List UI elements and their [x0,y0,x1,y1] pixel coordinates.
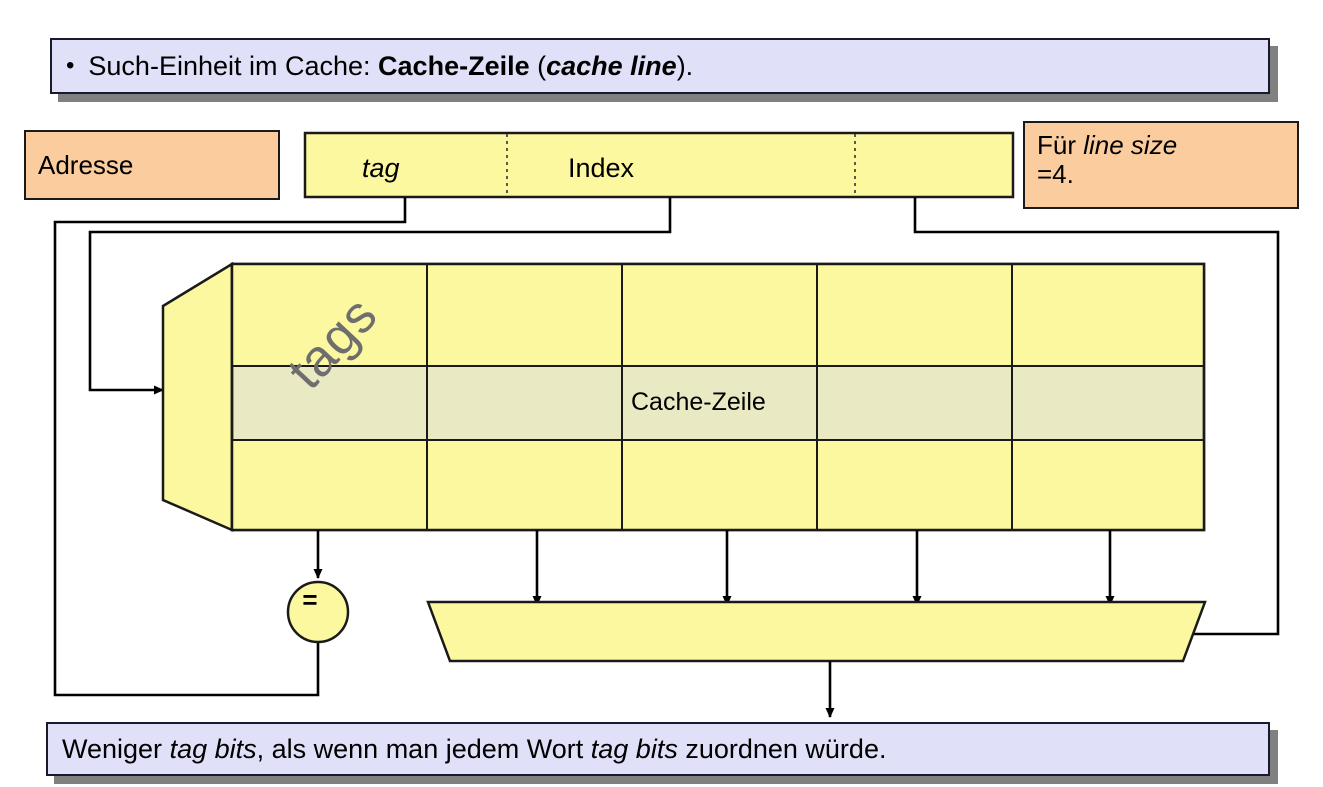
array-output-arrows [313,530,1115,606]
cache-line-row-label: Cache-Zeile [631,388,766,416]
top-banner-seg-4: ). [676,50,694,81]
top-banner-text: Such-Einheit im Cache: Cache-Zeile (cach… [88,51,693,82]
multiplexer-trapezoid [426,600,1207,663]
bottom-banner-seg-2: , als wenn man jedem Wort [256,733,591,764]
note-line2: =4. [1037,159,1074,190]
address-field-tag-label: tag [362,153,400,183]
top-banner-seg-3: cache line [546,50,677,81]
comparator-circle [286,580,350,644]
note-italic: line size [1083,130,1178,160]
bottom-banner-text: Weniger tag bits, als wenn man jedem Wor… [62,734,886,765]
address-box-label: Adresse [38,150,134,181]
bullet-icon: • [66,52,75,79]
wire-index [88,197,672,395]
note-prefix: Für [1037,130,1084,160]
top-banner-seg-0: Such-Einheit im Cache: [88,50,379,81]
bottom-banner: Weniger tag bits, als wenn man jedem Wor… [46,722,1270,776]
top-banner: • Such-Einheit im Cache: Cache-Zeile (ca… [50,38,1270,94]
top-banner-seg-2: ( [529,50,547,81]
line-size-note-text: Für line size =4. [1037,130,1178,190]
wire-offset [913,197,1280,639]
bottom-banner-seg-4: zuordnen würde. [677,733,887,764]
address-box: Adresse [24,130,280,200]
wire-tag [53,197,407,697]
address-field-index-label: Index [568,153,635,183]
comparator-equals-label: = [302,584,318,615]
tags-column-face [161,261,234,532]
bottom-banner-seg-1: tag bits [169,733,257,764]
top-banner-seg-1: Cache-Zeile [378,50,530,81]
address-field-bar [303,131,1015,199]
cache-array-grid [230,262,1206,532]
bottom-banner-seg-3: tag bits [590,733,678,764]
bottom-banner-seg-0: Weniger [62,733,170,764]
line-size-note-box: Für line size =4. [1023,121,1299,209]
